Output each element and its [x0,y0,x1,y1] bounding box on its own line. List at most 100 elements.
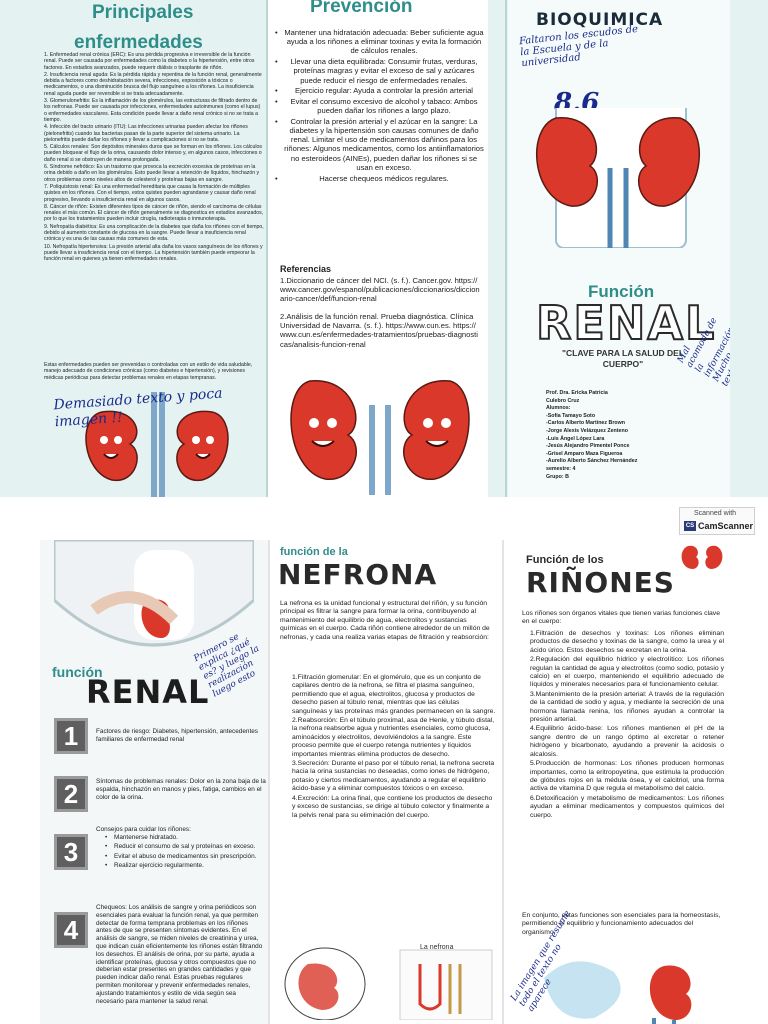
list-item: Ejercicio regular: Ayuda a controlar la … [274,86,484,95]
credit-line: -Aurelio Alberto Sánchez Hernández [546,458,638,465]
list-item: 1.Filtración glomerular: En el glomérulo… [292,674,496,715]
credit-line: semestre: 4 [546,465,576,472]
panel-rinones: Función de los RIÑONES Los riñones son ó… [504,540,732,1024]
prevencion-bullets: Mantener una hidratación adecuada: Beber… [274,28,484,184]
nephron-figure-label: La nefrona [420,944,454,951]
panel-divider [505,0,507,497]
step-text: Síntomas de problemas renales: Dolor en … [96,778,266,801]
list-item: Controlar la presión arterial y el azúca… [274,117,484,172]
panel-cover: BIOQUIMICA Faltaron los escudos de la Es… [508,0,730,497]
list-item: 2.Regulación del equilibrio hídrico y el… [530,656,724,689]
list-item: 5. Cálculos renales: Son depósitos miner… [44,144,262,163]
step-number-box: 4 [54,912,88,948]
scanner-line-1: Scanned with [694,510,737,517]
camscanner-logo-icon: CS [684,521,696,531]
nefrona-list: 1.Filtración glomerular: En el glomérulo… [292,674,496,821]
kidney-pair-illustration [290,380,470,495]
rinones-list: 1.Filtración de desechos y toxinas: Los … [530,630,724,821]
step-text: Factores de riesgo: Diabetes, hipertensi… [96,728,258,743]
cover-renal: RENAL [535,295,717,351]
renal-title: RENAL [86,673,210,711]
rinones-pre: Función de los [526,554,604,566]
top-sheet: Principales enfermedades 1. Enfermedad r… [0,0,768,497]
panel-divider [266,0,268,497]
list-item: 4.Excreción: La orina final, que contien… [292,794,493,819]
doctor-kidney-photo [54,540,254,647]
references-title: Referencias [280,264,332,274]
scanner-line-2: CamScanner [698,521,754,531]
list-item: 3.Secreción: Durante el paso por el túbu… [292,760,495,793]
credit-line: -Carlos Alberto Martínez Brown [546,420,625,427]
step-text: Chequeos: Los análisis de sangre y orina… [96,904,263,1005]
list-item: 7. Poliquistosis renal: Es una enfermeda… [44,183,256,203]
nefrona-title: NEFRONA [278,558,438,591]
step-number-box: 2 [54,776,88,812]
list-item: Llevar una dieta equilibrada: Consumir f… [274,57,484,85]
step-text: Consejos para cuidar los riñones: [96,826,191,833]
credit-line: Alumnos: [546,405,571,412]
enfermedades-list: 1. Enfermedad renal crónica (ERC): Es un… [44,52,264,264]
bottom-sheet: función RENAL Primero se explica ¿qué es… [0,540,768,1024]
credit-line: -Grisel Amparo Maza Figueroa [546,450,623,457]
credit-line: -Jesús Alejandro Pimentel Ponce [546,443,630,450]
handwritten-note: Demasiado texto y poca imagen !! [53,385,224,431]
enfermedades-title-1: Principales [92,2,194,23]
list-item: 6. Síndrome nefrótico: Es un trastorno q… [44,164,260,183]
list-item: Mantenerse hidratado. [104,834,262,842]
list-item: 10. Nefropatía hipertensiva: La presión … [44,243,263,263]
list-item: 6.Detoxificación y metabolismo de medica… [530,794,724,819]
credits: Prof. Dra. Ericka Patricia Culebro Cruz … [546,390,676,481]
list-item: Hacerse chequeos médicos regulares. [274,174,484,183]
nefrona-intro: La nefrona es la unidad funcional y estr… [280,600,490,641]
panel-renal-steps: función RENAL Primero se explica ¿qué es… [40,540,268,1024]
list-item: Reducir el consumo de sal y proteínas en… [104,843,262,851]
credit-line: -Luis Ángel López Lara [546,435,605,442]
rinones-closing: En conjunto, estas funciones son esencia… [522,912,721,936]
cover-subtitle: "CLAVE PARA LA SALUD DEL CUERPO" [561,348,685,369]
credit-line: -Sofía Tamayo Soto [546,412,596,419]
small-kidneys-icon [681,545,723,569]
prevencion-title: Prevención [310,0,413,17]
rinones-intro: Los riñones son órganos vitales que tien… [522,610,720,626]
nephron-diagram [284,947,493,1020]
list-item: 9. Nefropatía diabética: Es una complica… [44,223,264,243]
credit-line: Prof. Dra. Ericka Patricia [546,390,608,396]
enfermedades-closing: Estas enfermedades pueden ser prevenidas… [44,362,253,381]
list-item: Evitar el consumo excesivo de alcohol y … [274,97,484,115]
list-item: 4. Infección del tracto urinario (ITU): … [44,124,248,143]
panel-enfermedades: Principales enfermedades 1. Enfermedad r… [40,0,266,497]
list-item: 2.Reabsorción: En el túbulo proximal, as… [292,717,495,758]
list-item: 1.Filtración de desechos y toxinas: Los … [530,630,724,654]
step-3-bullets: Mantenerse hidratado. Reducir el consumo… [104,834,262,871]
list-item: 8. Cáncer de riñón: Existen diferentes t… [44,203,264,223]
renal-funcion-label: función [52,664,103,680]
list-item: Realizar ejercicio regularmente. [104,862,262,870]
kidney-pair-illustration [85,392,229,497]
list-item: 3.Mantenimiento de la presión arterial: … [530,690,724,724]
nefrona-pre: función de la [280,546,348,558]
enfermedades-title-2: enfermedades [74,32,203,53]
panel-divider [502,540,504,1024]
panel-divider [268,540,270,1024]
credit-line: -Jorge Alexis Velázquez Zenteno [546,427,628,434]
kidney-illustration [535,108,701,248]
rinones-title: RIÑONES [526,566,675,599]
panel-nefrona: función de la NEFRONA La nefrona es la u… [270,540,502,1024]
list-item: 3. Glomerulonefritis: Es la inflamación … [44,98,261,123]
list-item: Mantener una hidratación adecuada: Beber… [274,28,484,56]
camscanner-badge: Scanned with CS CamScanner [679,507,755,535]
bioquimica-banner: BIOQUIMICA [536,10,664,30]
kidney-watercolor-illustration [544,961,692,1024]
handwritten-top-note: Faltaron los escudos de la Escuela y de … [518,23,639,70]
list-item: 1. Enfermedad renal crónica (ERC): Es un… [44,52,255,71]
reference-item: 2.Análisis de la función renal. Prueba d… [280,312,478,349]
credit-line: Culebro Cruz [546,397,580,404]
step-number-box: 3 [54,834,88,870]
list-item: 4.Equilibrio ácido-base: Los riñones man… [530,725,724,758]
step-number-box: 1 [54,718,88,754]
list-item: 2. Insuficiencia renal aguda: Es la pérd… [44,71,262,97]
credit-line: Grupo: B [546,473,569,480]
list-item: Evitar el abuso de medicamentos sin pres… [104,853,262,861]
list-item: 5.Producción de hormonas: Los riñones pr… [530,760,724,793]
panel-prevencion: Prevención Mantener una hidratación adec… [268,0,488,497]
